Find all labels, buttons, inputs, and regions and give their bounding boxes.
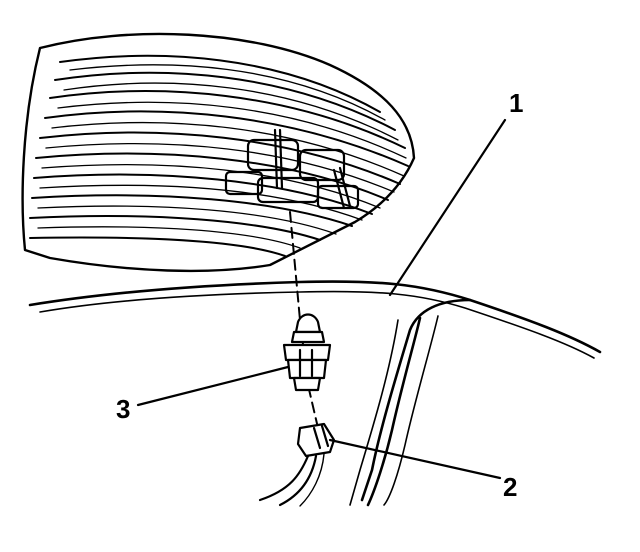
glass-outline xyxy=(21,32,416,273)
defogger-grid-lines xyxy=(29,54,409,257)
vehicle-body xyxy=(28,280,602,507)
defogger-grid-lines-secondary xyxy=(37,64,407,249)
pillar-inner xyxy=(366,316,422,507)
wire-harness-2 xyxy=(278,454,318,507)
lamp-housing xyxy=(224,128,360,210)
pillar-outer xyxy=(360,298,472,502)
alignment-dashed-line xyxy=(289,211,319,429)
leader-lines xyxy=(136,118,507,480)
pillar-edge xyxy=(383,315,439,506)
callout-label-1: 1 xyxy=(509,88,523,118)
roof-rail-upper xyxy=(28,280,602,354)
pillar-left-edge xyxy=(349,319,399,506)
lamp-socket xyxy=(282,313,332,392)
leader-line-2 xyxy=(328,438,502,480)
leader-line-1 xyxy=(388,118,507,297)
roof-rail-lower xyxy=(39,290,595,359)
callout-label-2: 2 xyxy=(503,472,517,502)
callout-label-3: 3 xyxy=(116,394,130,424)
wiring-connector xyxy=(258,422,336,507)
rear-window-glass xyxy=(21,32,416,273)
leader-line-3 xyxy=(136,365,290,407)
wire-harness-3 xyxy=(299,453,325,507)
wire-harness xyxy=(258,454,310,502)
